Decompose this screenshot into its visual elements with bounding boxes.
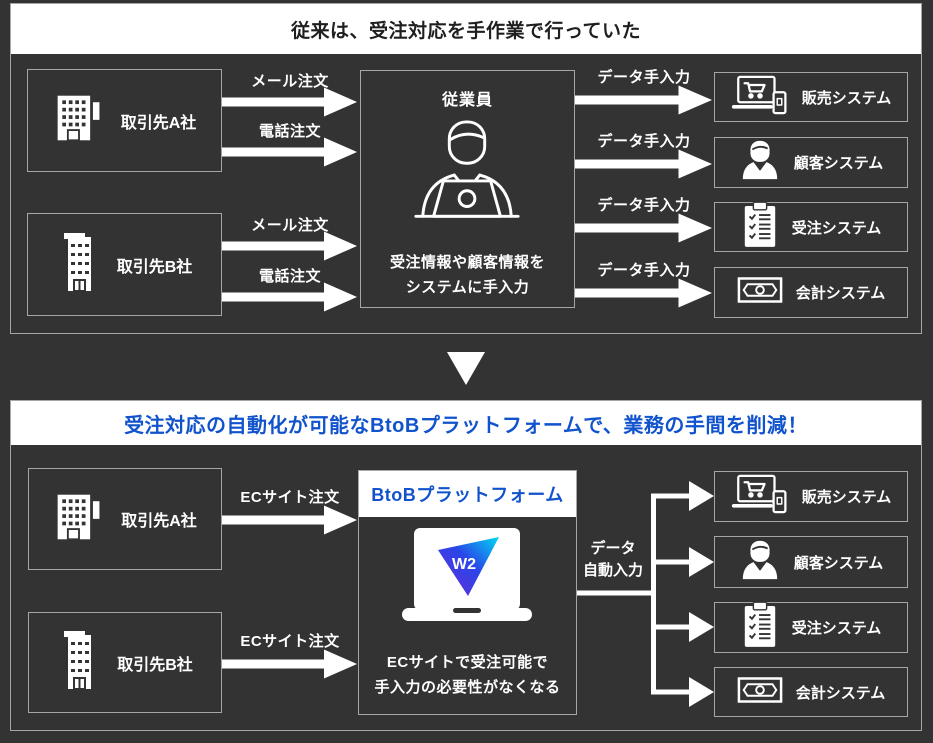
platform-header: BtoBプラットフォーム bbox=[359, 471, 576, 517]
office-building-icon bbox=[53, 491, 105, 548]
platform-caption: ECサイトで受注可能で 手入力の必要性がなくなる bbox=[358, 650, 577, 700]
employee-caption-line2: システムに手入力 bbox=[405, 279, 530, 296]
manual-entry-arrow bbox=[575, 278, 712, 308]
manual-entry-arrow-label: データ手入力 bbox=[597, 262, 691, 279]
client-b-label: 取引先B社 bbox=[117, 656, 193, 674]
customer-person-icon bbox=[739, 540, 781, 585]
accounting-system-box: 会計システム bbox=[714, 267, 908, 318]
manual-entry-arrow bbox=[575, 213, 712, 243]
after-title: 受注対応の自動化が可能なBtoBプラットフォームで、業務の手間を削減！ bbox=[124, 414, 808, 437]
down-triangle-icon bbox=[447, 352, 485, 385]
mail-order-arrow-label: メール注文 bbox=[251, 73, 329, 90]
phone-order-arrow bbox=[222, 282, 357, 312]
order-system-box: 受注システム bbox=[714, 200, 908, 253]
order-clipboard-icon bbox=[741, 200, 779, 253]
customer-person-icon bbox=[739, 140, 781, 185]
manual-entry-arrow-label: データ手入力 bbox=[597, 197, 691, 214]
w2-logo-text: W2 bbox=[452, 556, 476, 573]
client-b-label: 取引先B社 bbox=[116, 258, 193, 276]
ec-order-arrow bbox=[222, 649, 357, 679]
phone-order-arrow-label: 電話注文 bbox=[258, 268, 321, 285]
accounting-banknote-icon bbox=[737, 676, 783, 709]
client-a-box: 取引先A社 bbox=[27, 69, 222, 172]
mail-order-arrow bbox=[222, 231, 357, 261]
ec-order-arrow bbox=[222, 505, 357, 535]
customer-system-box: 顧客システム bbox=[714, 536, 908, 588]
ec-order-arrow-label: ECサイト注文 bbox=[240, 489, 340, 506]
client-a-label: 取引先A社 bbox=[121, 513, 197, 530]
customer-system-box: 顧客システム bbox=[714, 137, 908, 188]
sales-system-box: 販売システム bbox=[714, 72, 908, 122]
order-clipboard-icon bbox=[741, 601, 779, 653]
auto-entry-label-line2: 自動入力 bbox=[582, 562, 643, 579]
client-a-box: 取引先A社 bbox=[28, 468, 222, 570]
client-a-label: 取引先A社 bbox=[120, 114, 197, 132]
phone-order-arrow-label: 電話注文 bbox=[258, 123, 321, 140]
phone-order-arrow bbox=[222, 137, 357, 167]
accounting-banknote-icon bbox=[737, 276, 783, 309]
platform-caption-line2: 手入力の必要性がなくなる bbox=[374, 679, 561, 696]
mail-order-arrow bbox=[222, 87, 357, 117]
after-panel-header: 受注対応の自動化が可能なBtoBプラットフォームで、業務の手間を削減！ bbox=[11, 401, 921, 445]
auto-entry-connector bbox=[577, 481, 714, 707]
manual-entry-arrow bbox=[575, 149, 712, 179]
manual-entry-arrow-label: データ手入力 bbox=[597, 133, 691, 150]
auto-entry-label: データ 自動入力 bbox=[575, 538, 651, 582]
accounting-system-label: 会計システム bbox=[795, 285, 886, 302]
client-b-box: 取引先B社 bbox=[28, 612, 222, 713]
customer-system-label: 顧客システム bbox=[793, 554, 884, 572]
platform-title: BtoBプラットフォーム bbox=[371, 485, 564, 505]
accounting-system-label: 会計システム bbox=[795, 684, 886, 702]
sales-system-box: 販売システム bbox=[714, 471, 908, 522]
auto-entry-label-line1: データ bbox=[590, 540, 636, 557]
laptop-w2-logo-icon: W2 bbox=[402, 528, 532, 635]
manual-entry-arrow bbox=[575, 85, 712, 115]
employee-title: 従業員 bbox=[441, 92, 493, 109]
customer-system-label: 顧客システム bbox=[793, 155, 884, 172]
sales-system-label: 販売システム bbox=[801, 89, 892, 107]
before-title: 従来は、受注対応を手作業で行っていた bbox=[290, 20, 642, 42]
employee-caption-line1: 受注情報や顧客情報を bbox=[389, 254, 545, 271]
order-system-box: 受注システム bbox=[714, 601, 908, 653]
office-building-icon bbox=[53, 92, 105, 149]
employee-caption: 受注情報や顧客情報を システムに手入力 bbox=[360, 250, 575, 300]
order-system-label: 受注システム bbox=[791, 219, 882, 237]
sales-system-label: 販売システム bbox=[801, 489, 892, 506]
ec-order-arrow-label: ECサイト注文 bbox=[240, 633, 340, 650]
order-system-label: 受注システム bbox=[791, 620, 882, 637]
sales-laptop-cart-icon bbox=[731, 74, 789, 121]
before-panel-header: 従来は、受注対応を手作業で行っていた bbox=[11, 4, 921, 54]
platform-caption-line1: ECサイトで受注可能で bbox=[386, 654, 549, 671]
tower-building-icon bbox=[57, 631, 101, 694]
client-b-box: 取引先B社 bbox=[27, 213, 222, 316]
tower-building-icon bbox=[57, 233, 101, 296]
accounting-system-box: 会計システム bbox=[714, 667, 908, 717]
mail-order-arrow-label: メール注文 bbox=[251, 217, 329, 234]
sales-laptop-cart-icon bbox=[731, 473, 789, 520]
person-at-laptop-icon bbox=[403, 118, 531, 239]
manual-entry-arrow-label: データ手入力 bbox=[597, 69, 691, 86]
